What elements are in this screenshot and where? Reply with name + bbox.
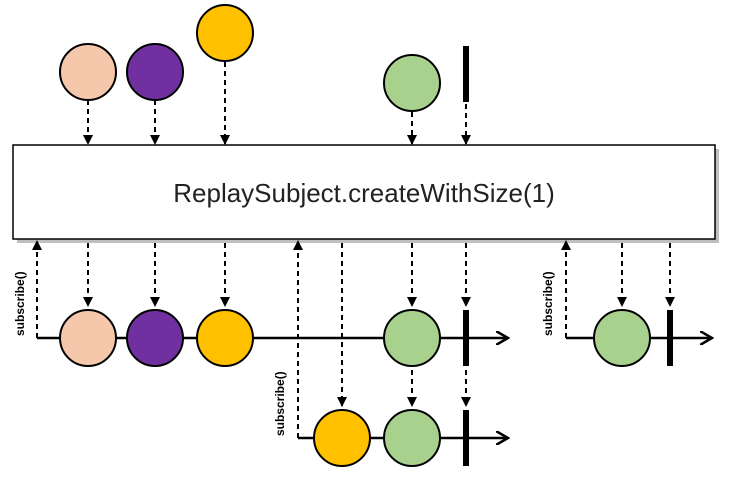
source-marble-peach xyxy=(59,43,117,101)
subscribe-label-2: subscribe() xyxy=(273,371,287,436)
sub1-marble-purple xyxy=(126,309,184,367)
sub1-marble-yellow xyxy=(196,309,254,367)
subscriber-3: subscribe() xyxy=(541,240,712,367)
sub2-marble-green xyxy=(383,409,441,467)
sub2-marble-yellow xyxy=(313,409,371,467)
subscribe-label-3: subscribe() xyxy=(541,271,555,336)
sub1-marble-peach xyxy=(59,309,117,367)
output-arrows xyxy=(83,243,675,407)
source-marble-purple xyxy=(126,43,184,101)
subscribe-label-1: subscribe() xyxy=(13,271,27,336)
source-marble-green xyxy=(383,54,441,112)
sub3-marble-green xyxy=(593,309,651,367)
sub1-marble-green xyxy=(383,309,441,367)
subscriber-1: subscribe() xyxy=(13,240,508,367)
operator-label: ReplaySubject.createWithSize(1) xyxy=(173,178,555,208)
operator-box-frame xyxy=(12,144,716,240)
input-arrows xyxy=(83,62,471,145)
source-marble-yellow xyxy=(196,4,254,62)
subscriber-2: subscribe() xyxy=(273,240,508,467)
operator-box: ReplaySubject.createWithSize(1) xyxy=(12,144,719,243)
source-stream xyxy=(59,4,469,112)
